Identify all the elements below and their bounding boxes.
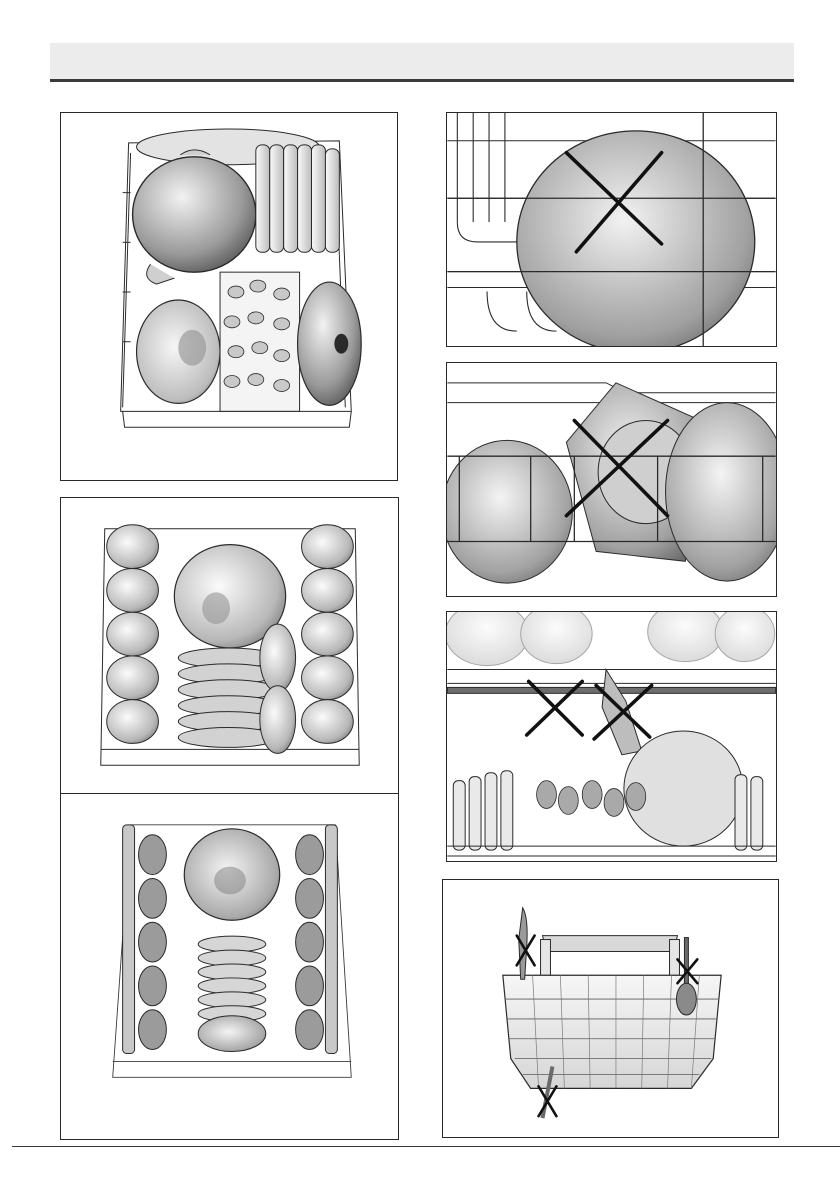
figure-wrong-spray-arm-blocked: [446, 611, 777, 862]
upper-basket-glasses-bowls-illustration: [61, 794, 398, 1140]
figure-wrong-oversized-bowl: [446, 112, 777, 347]
footer-rule: [12, 1146, 840, 1147]
upper-basket-cups-plates-illustration: [61, 498, 398, 793]
figure-lower-basket-full-load: [60, 112, 398, 481]
cutlery-basket-illustration: [443, 880, 778, 1137]
figure-upper-basket-frame: [60, 497, 399, 1140]
lower-basket-illustration: [61, 113, 397, 480]
header-bar: [50, 43, 794, 82]
wrong-overlapping-bowls-illustration: [447, 363, 776, 596]
figure-cutlery-basket-wrong: [442, 879, 779, 1138]
figure-wrong-overlapping-bowls: [446, 362, 777, 597]
wrong-oversized-bowl-illustration: [447, 113, 776, 346]
wrong-spray-arm-illustration: [447, 612, 776, 861]
